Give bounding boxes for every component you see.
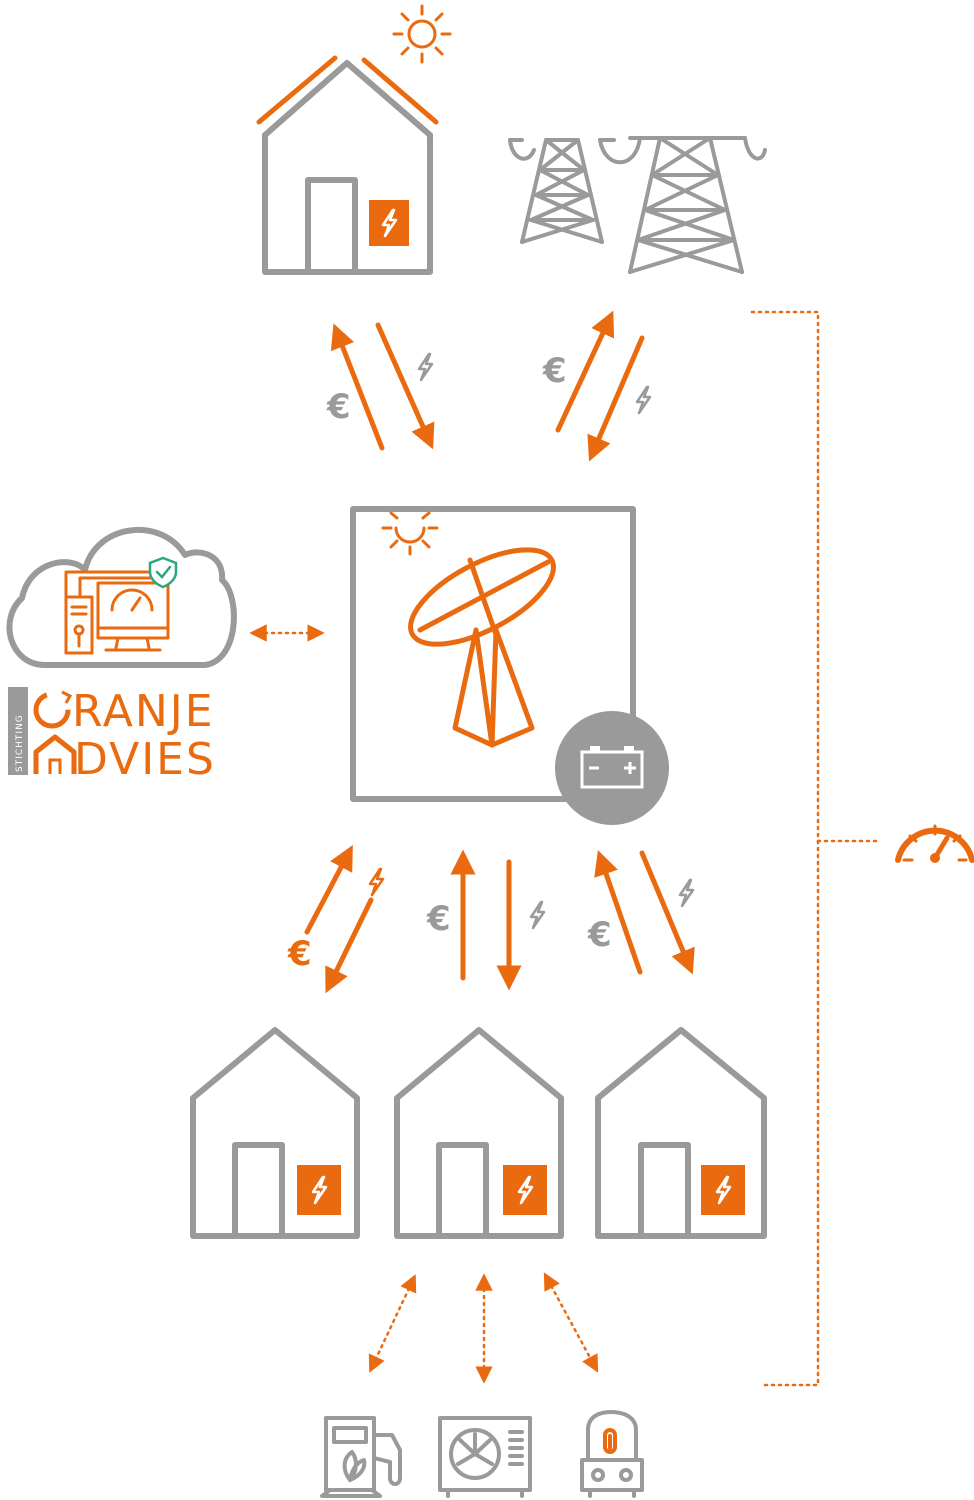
top-right-flow: €	[542, 310, 652, 462]
logo-top-word: RANJE	[72, 686, 215, 737]
lightning-icon	[417, 352, 434, 382]
ev-charger-icon	[320, 1416, 402, 1498]
top-house-icon	[256, 55, 439, 275]
lightning-icon	[678, 878, 695, 908]
house-icon-middle	[394, 1027, 564, 1239]
wind-turbine-icon	[408, 547, 556, 748]
euro-icon: €	[542, 351, 567, 391]
top-left-flow: €	[326, 322, 435, 451]
house-icon-left	[190, 1027, 360, 1239]
euro-icon: €	[326, 387, 351, 427]
power-pylon-icon	[508, 136, 767, 274]
cloud-icon	[6, 527, 237, 668]
device-link-boiler	[543, 1272, 599, 1373]
right-house-flow: €	[587, 850, 695, 975]
heat-pump-icon	[438, 1416, 532, 1498]
middle-house-flow: €	[426, 849, 546, 991]
shield-check-icon	[148, 556, 178, 589]
euro-icon: €	[587, 915, 612, 955]
metering-bracket	[750, 310, 878, 1387]
lightning-icon	[635, 385, 652, 415]
speedometer-icon	[895, 824, 974, 863]
oranje-advies-logo: STICHTING RANJE DVIES	[8, 686, 216, 785]
euro-icon: €	[426, 899, 451, 939]
logo-prefix: STICHTING	[15, 714, 25, 772]
left-house-flow: €	[287, 844, 385, 994]
energy-meter-icon	[369, 200, 409, 246]
lightning-icon	[529, 900, 546, 930]
device-link-ev	[368, 1274, 417, 1373]
house-icon-right	[595, 1027, 767, 1239]
lightning-icon	[368, 867, 385, 897]
logo-bottom-word: DVIES	[74, 734, 216, 785]
sun-icon	[392, 4, 452, 64]
euro-icon: €	[287, 934, 312, 974]
sun-icon	[381, 511, 439, 556]
water-heater-icon	[580, 1410, 644, 1498]
community-hub	[350, 506, 669, 825]
computer-icon	[64, 570, 170, 655]
battery-icon	[555, 711, 669, 825]
